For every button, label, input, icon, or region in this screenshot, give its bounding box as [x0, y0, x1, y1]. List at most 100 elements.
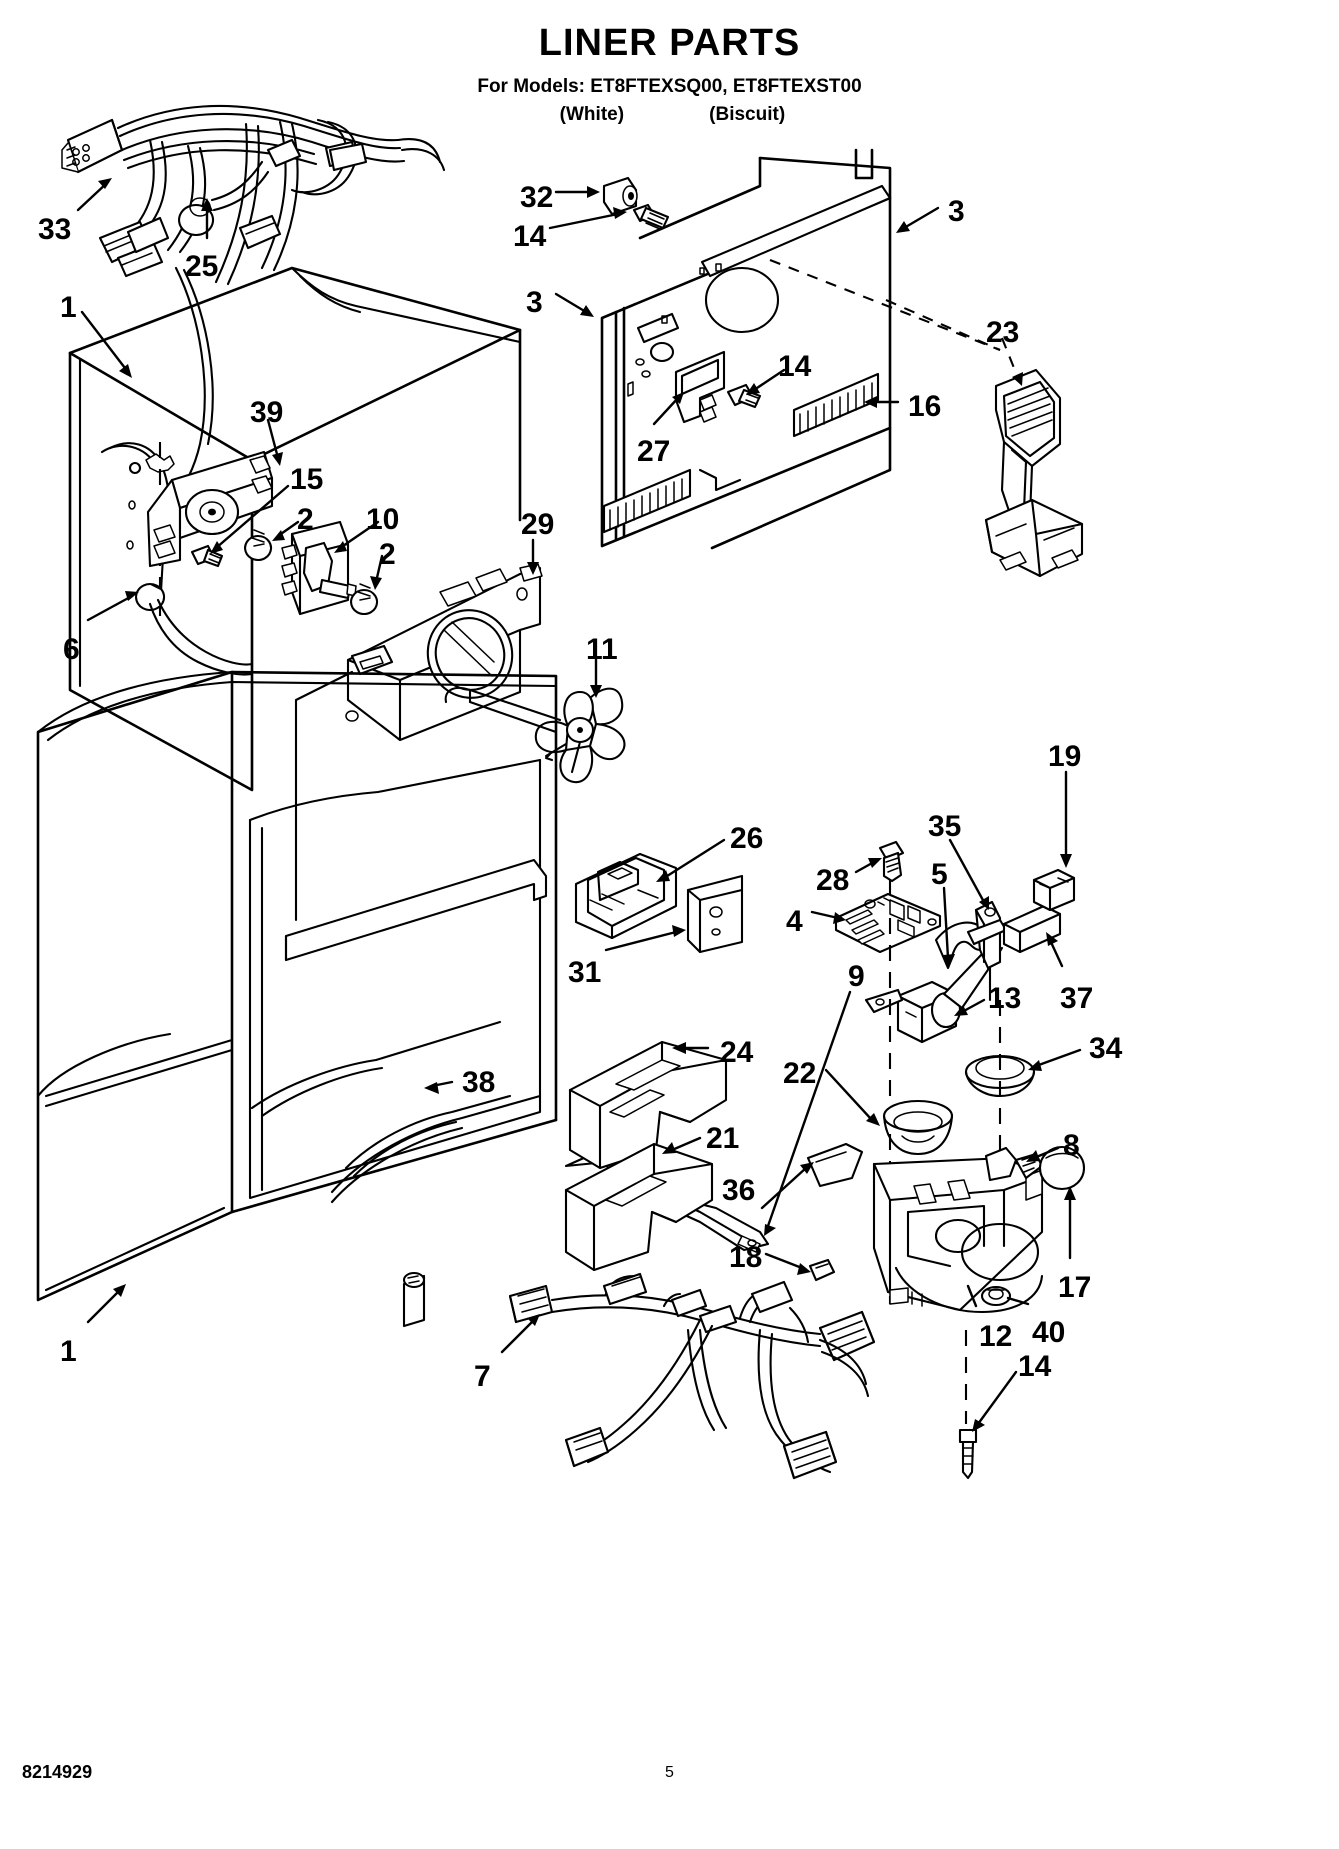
- air-tower-part-23: [986, 370, 1082, 576]
- bushing-part-32: [604, 178, 637, 214]
- light-diffuser-part-26: [576, 854, 676, 938]
- callout-5: 5: [931, 858, 948, 891]
- leader-1-top: [82, 312, 132, 378]
- bracket-part-35: [968, 902, 1006, 1000]
- leader-4: [812, 912, 846, 924]
- callout-15: 15: [290, 463, 324, 496]
- leader-14-bottom: [972, 1372, 1016, 1432]
- leader-40: [1008, 1298, 1028, 1304]
- callout-14-panel: 14: [778, 350, 812, 383]
- leader-15: [210, 486, 288, 554]
- callout-29: 29: [521, 508, 555, 541]
- callout-38: 38: [462, 1066, 496, 1099]
- leader-8: [1026, 1148, 1058, 1162]
- callout-19: 19: [1048, 740, 1082, 773]
- callout-27: 27: [637, 435, 671, 468]
- light-bulb-part-8: [986, 1147, 1084, 1189]
- leader-33: [78, 178, 112, 210]
- leader-32: [556, 186, 600, 198]
- page-number: 5: [665, 1764, 674, 1781]
- leader-21: [662, 1138, 700, 1154]
- leader-34: [1028, 1050, 1080, 1071]
- leader-29: [527, 540, 539, 575]
- screw-part-15: [192, 546, 222, 566]
- callout-40: 40: [1032, 1316, 1066, 1349]
- callout-32: 32: [520, 181, 554, 214]
- callout-8: 8: [1063, 1129, 1080, 1162]
- leader-28: [856, 858, 882, 872]
- leader-5: [943, 888, 955, 968]
- callout-22: 22: [783, 1057, 817, 1090]
- screw-part-14-panel: [728, 385, 760, 407]
- air-duct-part-21: [566, 1144, 712, 1270]
- callout-24: 24: [720, 1036, 754, 1069]
- callout-9: 9: [848, 960, 865, 993]
- wire-harness-top-part-33: [62, 106, 444, 284]
- leader-10: [334, 522, 378, 553]
- leader-22: [826, 1070, 880, 1126]
- callout-17: 17: [1058, 1271, 1092, 1304]
- freezer-back-panel-part-3: [602, 150, 1000, 548]
- callout-10: 10: [366, 503, 400, 536]
- light-socket-assembly-part-13: [866, 948, 1002, 1042]
- cover-part-36: [808, 1144, 862, 1186]
- callout-33: 33: [38, 213, 72, 246]
- leader-6: [88, 591, 139, 620]
- callout-2-a: 2: [297, 503, 314, 536]
- callout-35: 35: [928, 810, 962, 843]
- leader-14-top: [550, 207, 627, 228]
- callout-14-bottom: 14: [1018, 1350, 1052, 1383]
- callout-4: 4: [786, 905, 803, 938]
- callout-25: 25: [185, 250, 219, 283]
- wire-harness-bottom-part-7: [510, 1274, 874, 1478]
- callout-3-right: 3: [948, 195, 965, 228]
- sheet-part-number: 8214929: [22, 1762, 93, 1782]
- color-variants-line: (White) (Biscuit): [0, 104, 1339, 126]
- thermostat-control-part-10: [282, 522, 356, 614]
- callout-2-b: 2: [379, 538, 396, 571]
- callout-11: 11: [586, 633, 618, 666]
- control-board-part-4: [836, 894, 940, 952]
- leader-14-panel: [746, 370, 784, 395]
- leader-9: [764, 992, 850, 1236]
- wire-clip-part-37: [1004, 870, 1074, 952]
- callout-21: 21: [706, 1122, 740, 1155]
- leader-27: [654, 392, 684, 424]
- leader-13: [954, 1000, 984, 1016]
- screw-part-14-top: [634, 205, 668, 229]
- leader-37: [1046, 932, 1062, 966]
- callout-12: 12: [979, 1320, 1013, 1353]
- callout-6: 6: [63, 633, 80, 666]
- leader-3-left: [556, 294, 594, 317]
- leader-24: [672, 1042, 708, 1054]
- drain-cup-part-22: [884, 1101, 952, 1154]
- callout-34: 34: [1089, 1032, 1123, 1065]
- grommet-part-40: [982, 1287, 1010, 1305]
- drain-plug-part-18: [810, 1260, 834, 1280]
- leader-18: [766, 1254, 811, 1275]
- callout-28: 28: [816, 864, 850, 897]
- callout-23: 23: [986, 316, 1020, 349]
- color-biscuit-label: (Biscuit): [709, 104, 786, 125]
- callout-3-left: 3: [526, 286, 543, 319]
- callout-13: 13: [988, 982, 1022, 1015]
- callout-16: 16: [908, 390, 942, 423]
- air-duct-part-24: [570, 1042, 726, 1168]
- screw-part-14-bottom: [960, 1330, 976, 1478]
- drain-pan-part-18-assembly: [874, 1158, 1042, 1312]
- color-white-label: (White): [559, 104, 625, 125]
- leader-23: [1002, 338, 1023, 386]
- callout-18: 18: [729, 1241, 763, 1274]
- callout-31: 31: [568, 956, 602, 989]
- callout-14-top: 14: [513, 220, 547, 253]
- baffle-part-31: [688, 876, 742, 952]
- fan-blade-part-11: [446, 688, 625, 782]
- leader-19: [1060, 772, 1072, 868]
- liner-lower-part-1: [38, 672, 556, 1300]
- leader-2a: [272, 522, 298, 541]
- leader-36: [762, 1162, 814, 1208]
- callout-1-top: 1: [60, 291, 77, 324]
- leader-39: [268, 420, 283, 466]
